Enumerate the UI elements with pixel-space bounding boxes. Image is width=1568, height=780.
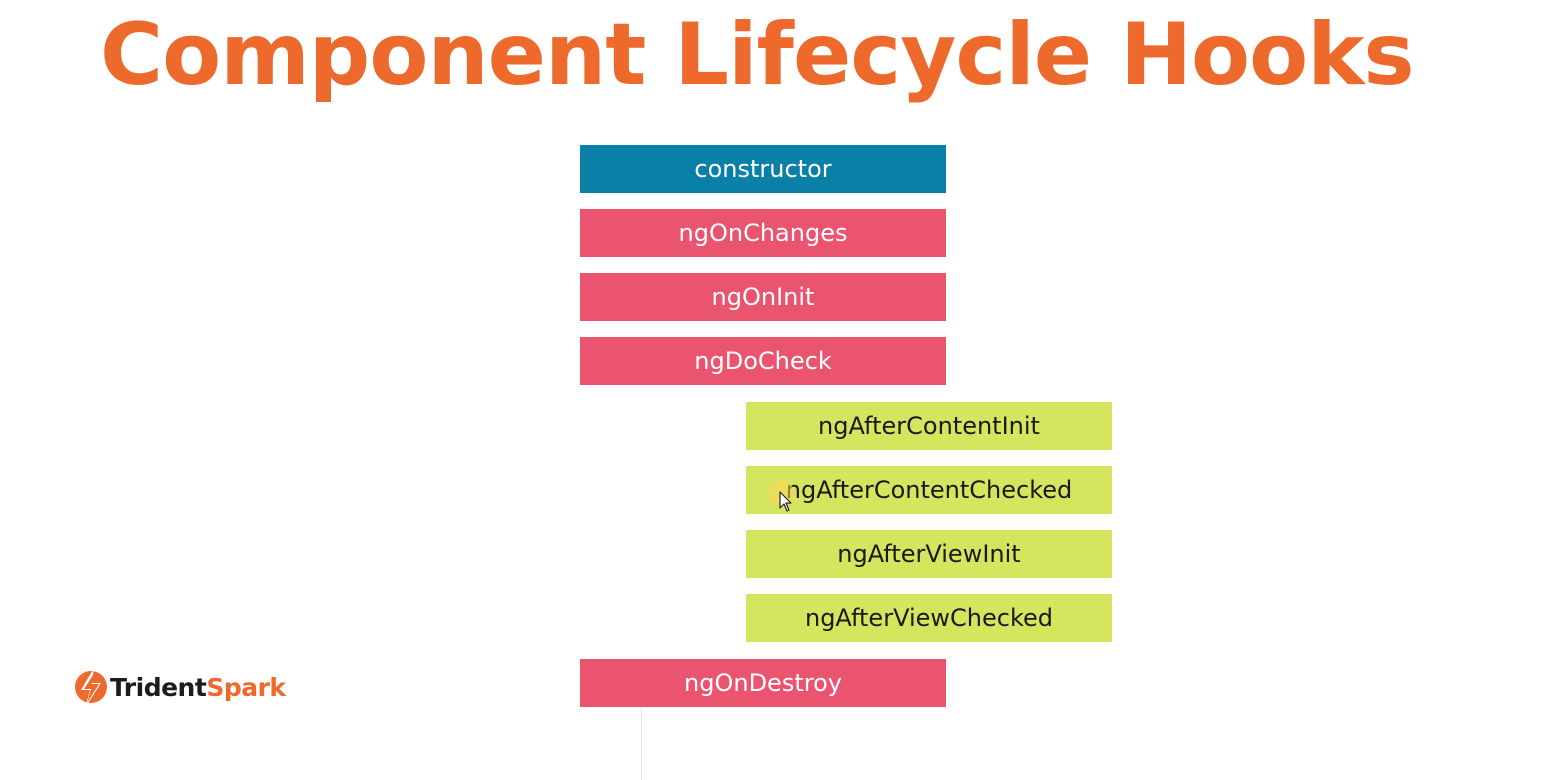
hook-label: ngOnInit <box>711 283 815 311</box>
timeline-line <box>641 708 642 780</box>
hook-ngonchanges: ngOnChanges <box>580 209 946 257</box>
brand-name: TridentSpark <box>110 673 286 702</box>
hook-label: ngAfterViewChecked <box>804 604 1053 632</box>
hook-ngondestroy: ngOnDestroy <box>580 659 946 707</box>
hook-label: ngOnChanges <box>678 219 848 247</box>
hook-label: ngDoCheck <box>694 347 832 375</box>
slide-title: Component Lifecycle Hooks <box>100 5 1415 105</box>
brand-name-part-a: Trident <box>110 672 207 702</box>
hook-label: constructor <box>694 155 832 183</box>
hook-label: ngAfterViewInit <box>837 540 1021 568</box>
brand-logo: TridentSpark <box>72 664 286 710</box>
lightning-bolt-icon <box>75 668 107 708</box>
hook-ngaftercontentchecked: ngAfterContentChecked <box>746 466 1112 514</box>
hook-ngafterviewchecked: ngAfterViewChecked <box>746 594 1112 642</box>
hook-label: ngAfterContentInit <box>818 412 1040 440</box>
hook-label: ngOnDestroy <box>684 669 842 697</box>
hook-ngdocheck: ngDoCheck <box>580 337 946 385</box>
hook-ngoninit: ngOnInit <box>580 273 946 321</box>
hook-constructor: constructor <box>580 145 946 193</box>
brand-name-part-b: Spark <box>206 672 286 702</box>
hook-ngaftercontentinit: ngAfterContentInit <box>746 402 1112 450</box>
hook-label: ngAfterContentChecked <box>785 476 1073 504</box>
hook-ngafterviewinit: ngAfterViewInit <box>746 530 1112 578</box>
